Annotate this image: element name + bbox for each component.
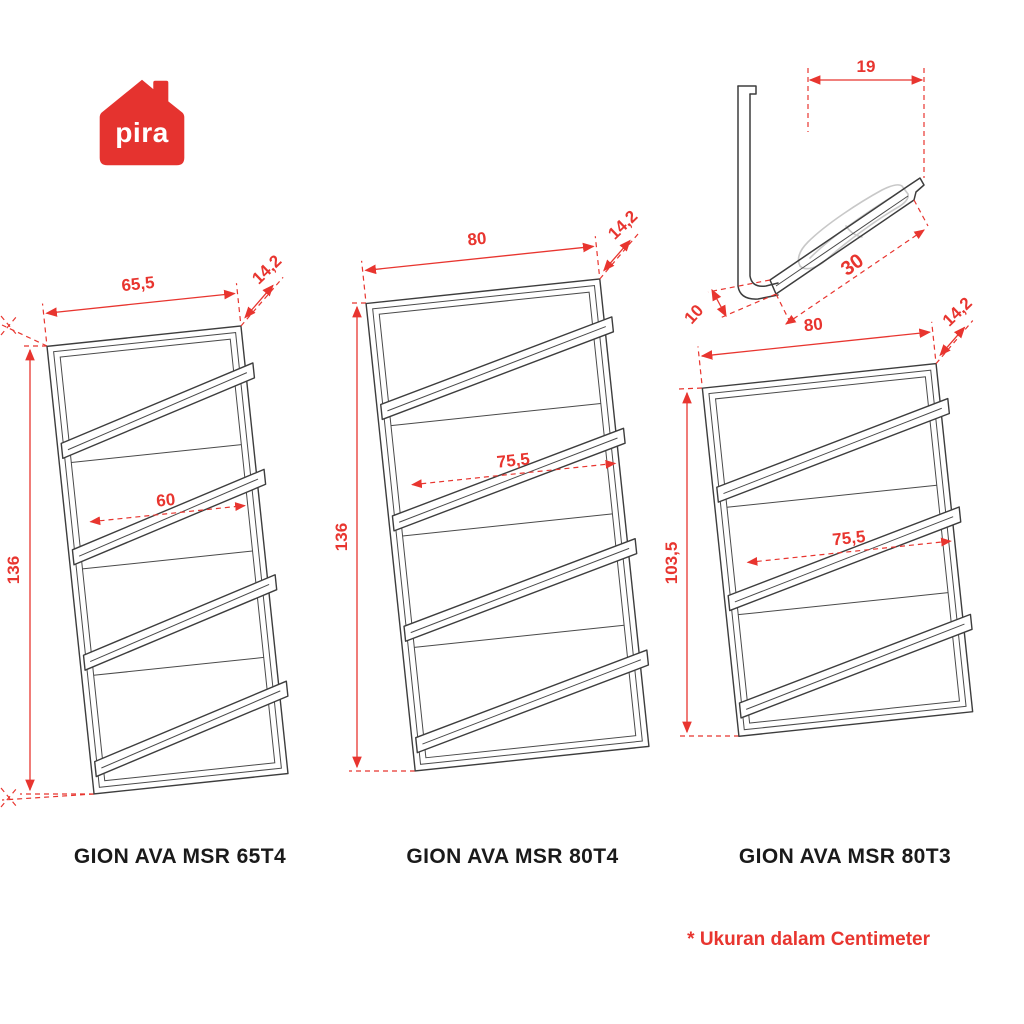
cabinet-drawing-80t4: 136 xyxy=(332,207,650,772)
flap-1 xyxy=(60,362,256,460)
cabinet-drawing-80t3: 103,5 80 xyxy=(662,293,976,737)
cabinet-body: 80 14,2 75,5 xyxy=(360,207,650,772)
dim-depth-label: 14,2 xyxy=(939,293,976,330)
side-profile-lines xyxy=(737,85,779,300)
dim-inner-width: 75,5 xyxy=(411,449,617,489)
dim-depth-label: 14,2 xyxy=(248,251,285,288)
dim-inner-width-label: 75,5 xyxy=(496,449,531,471)
dim-height-label: 136 xyxy=(4,556,23,584)
dim-inner-width-label: 75,5 xyxy=(831,527,866,549)
cabinet-body: 80 14,2 75,5 xyxy=(697,293,976,737)
cabinet-drawing-65t4: 136 xyxy=(0,251,289,808)
flap-1 xyxy=(380,316,615,421)
logo-house-icon xyxy=(99,79,185,166)
dim-inner-width: 75,5 xyxy=(746,527,952,566)
dim-19: 19 xyxy=(807,57,925,178)
dim-depth: 14,2 xyxy=(935,293,976,365)
dim-height-label: 103,5 xyxy=(662,542,681,585)
dim-19-label: 19 xyxy=(857,57,876,76)
dim-width: 80 xyxy=(697,314,937,384)
product-name-80t3: GION AVA MSR 80T3 xyxy=(738,845,952,868)
dim-depth: 14,2 xyxy=(240,251,285,327)
dim-height: 136 xyxy=(4,345,94,795)
flap-3 xyxy=(738,613,973,719)
dim-width-label: 65,5 xyxy=(121,273,156,295)
dim-width-label: 80 xyxy=(803,314,824,335)
flap-4 xyxy=(93,680,289,778)
dim-depth: 14,2 xyxy=(599,207,641,280)
cabinet-body: 65,5 14,2 60 xyxy=(41,251,289,795)
product-name-65t4: GION AVA MSR 65T4 xyxy=(73,845,287,868)
logo-text: pira xyxy=(115,116,169,148)
flap-3 xyxy=(403,537,638,642)
unit-note: * Ukuran dalam Centimeter xyxy=(687,929,930,950)
product-name-80t4: GION AVA MSR 80T4 xyxy=(406,845,619,868)
tray-detail-drawing: 19 10 30 xyxy=(681,57,929,328)
flap-4 xyxy=(415,649,650,754)
dim-height: 103,5 xyxy=(662,387,739,737)
dim-depth-label: 14,2 xyxy=(604,207,641,244)
dim-inner-width-label: 60 xyxy=(155,490,176,511)
dim-30-label: 30 xyxy=(837,250,868,281)
construction-lines xyxy=(0,315,95,808)
flap-1 xyxy=(716,397,951,503)
dim-inner-width: 60 xyxy=(89,490,246,526)
dim-width: 80 xyxy=(360,229,600,299)
dim-height-label: 136 xyxy=(332,523,351,551)
dim-width: 65,5 xyxy=(41,273,242,342)
dim-height: 136 xyxy=(332,302,415,772)
flap-3 xyxy=(82,574,278,671)
dim-width-label: 80 xyxy=(467,229,488,250)
pira-logo: pira xyxy=(99,79,185,166)
